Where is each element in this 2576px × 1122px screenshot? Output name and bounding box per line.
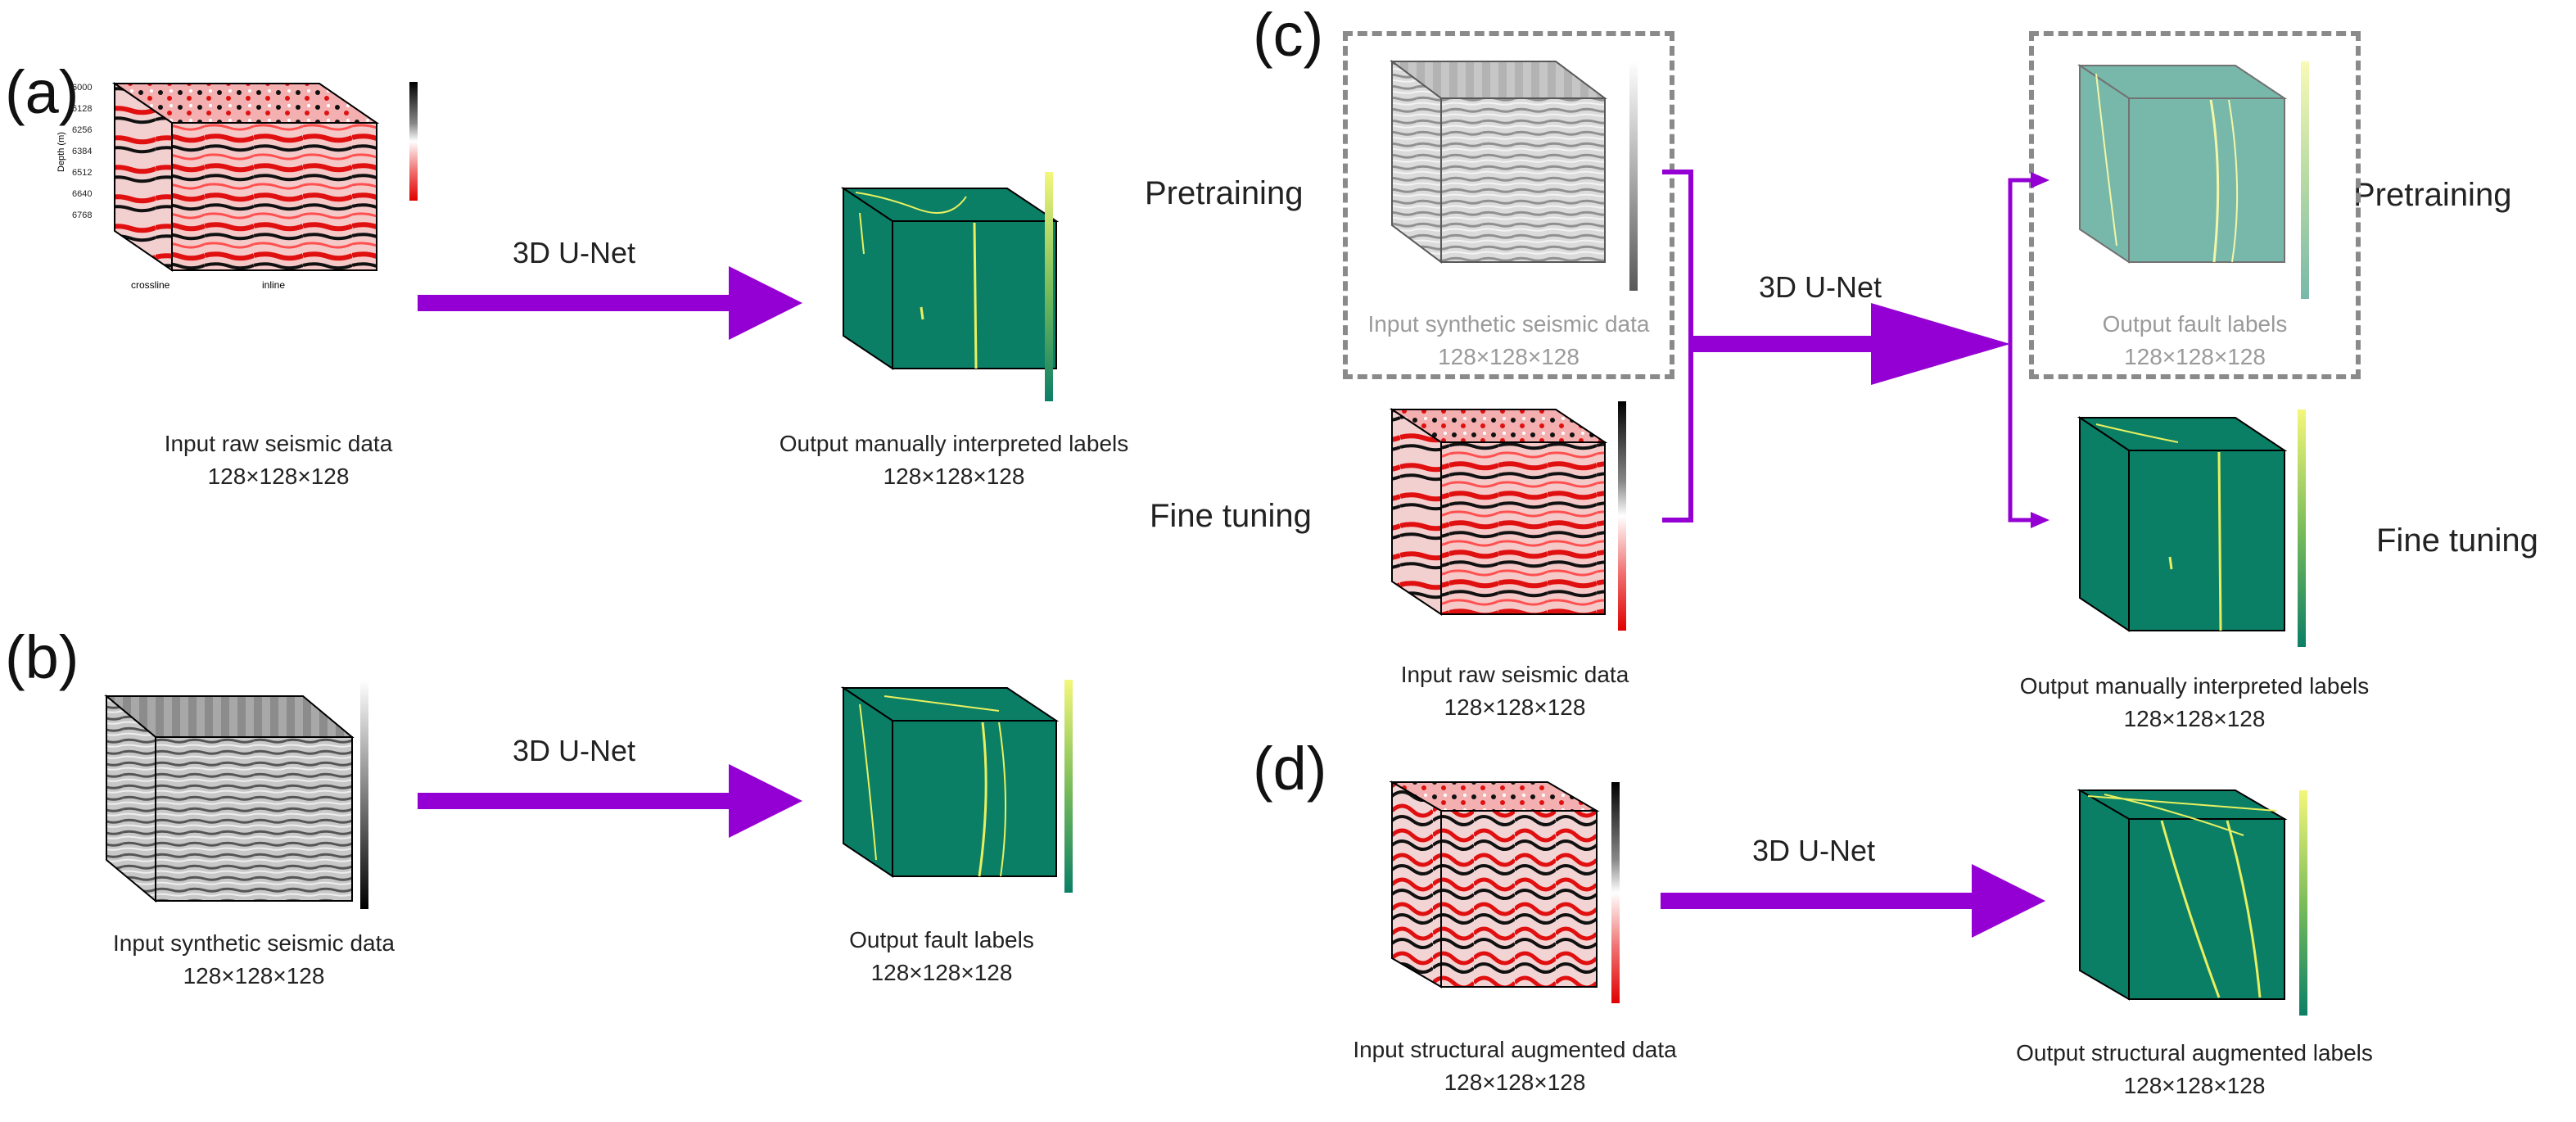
caption-output-fine-c: Output manually interpreted labels 128×1… [2019,673,2370,731]
caption-input-pre-c: Input synthetic seismic data 128×128×128 [1367,311,1650,369]
caption-output-pre-c: Output fault labels 128×128×128 [2102,311,2288,369]
caption-input-d: Input structural augmented data 128×128×… [1353,1037,1677,1095]
arrow-c [1662,170,2050,528]
panel-c-label: (c) [1253,1,1324,69]
cube-synthetic-c [1390,60,1638,291]
arrow-label-b: 3D U-Net [513,734,636,767]
cube-labels-d [2077,789,2307,1016]
arrow-d [1661,864,2045,938]
inline-axis-label: inline [262,279,285,291]
arrow-label-a: 3D U-Net [513,236,636,269]
crossline-axis-label: crossline [131,279,170,291]
panel-d-label: (d) [1253,735,1327,803]
arrow-label-d: 3D U-Net [1752,834,1876,867]
caption-output-d: Output structural augmented labels 128×1… [2016,1040,2373,1098]
depth-axis-label: Depth (m) [57,132,66,172]
svg-text:6000: 6000 [72,83,92,93]
cube-raw-seismic-c [1389,401,1626,631]
svg-text:6128: 6128 [72,104,92,114]
cube-raw-seismic-a: 6000 6128 6256 6384 6512 6640 6768 Depth… [57,82,418,291]
caption-input-a: Input raw seismic data 128×128×128 [164,431,393,489]
cube-synthetic-b [104,680,368,909]
finetuning-label-right: Fine tuning [2376,523,2538,559]
panel-b-label: (b) [5,623,79,691]
cube-augmented-d [1389,780,1620,1003]
finetuning-label-left: Fine tuning [1150,498,1312,534]
caption-input-b: Input synthetic seismic data 128×128×128 [113,930,395,989]
panel-a-label: (a) [5,58,79,126]
arrow-a [418,266,802,340]
cube-labels-a [840,172,1060,401]
svg-text:6640: 6640 [72,189,92,199]
caption-output-a: Output manually interpreted labels 128×1… [779,431,1129,489]
pretraining-input-box [1343,31,1674,379]
pretraining-label-left: Pretraining [1145,175,1304,211]
svg-text:6768: 6768 [72,210,92,220]
arrow-b [418,764,802,838]
cube-labels-b [840,680,1073,893]
pretraining-output-box [2029,31,2361,379]
cube-labels-pre-c [2077,61,2309,299]
cube-labels-fine-c [2077,409,2306,647]
arrow-label-c: 3D U-Net [1759,270,1882,304]
svg-text:6256: 6256 [72,125,92,135]
caption-input-fine-c: Input raw seismic data 128×128×128 [1400,662,1629,720]
depth-ticks: 6000 6128 6256 6384 6512 6640 6768 [72,83,92,220]
pretraining-label-right: Pretraining [2353,177,2512,213]
cube-front-face [171,122,377,271]
svg-text:6512: 6512 [72,168,92,178]
caption-output-b: Output fault labels 128×128×128 [849,927,1034,985]
colorbar [409,82,418,201]
svg-text:6384: 6384 [72,147,92,156]
